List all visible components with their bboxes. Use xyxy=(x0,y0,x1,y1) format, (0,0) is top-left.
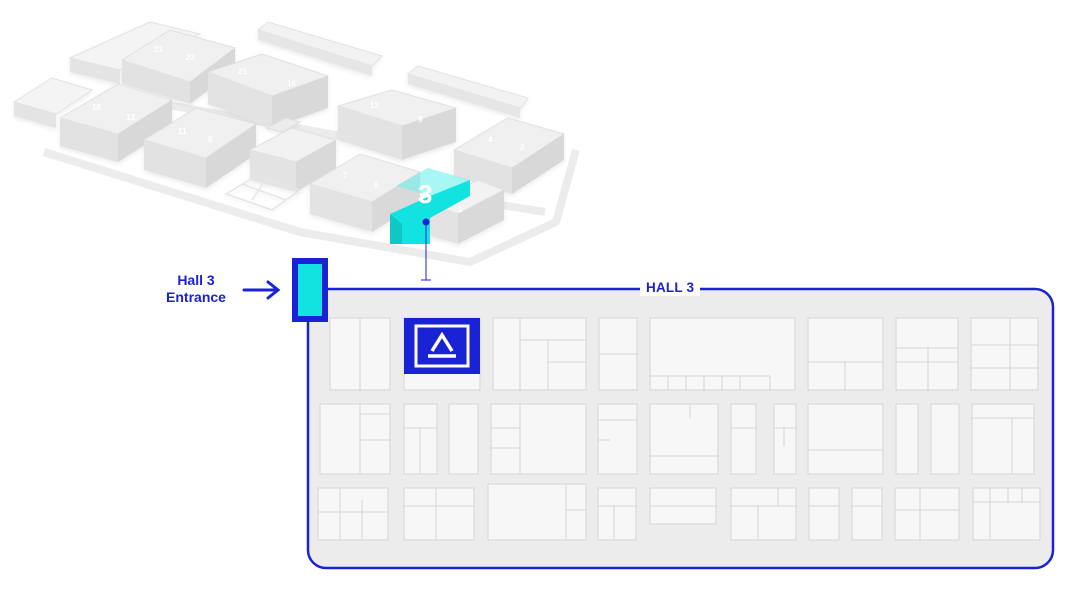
booth[interactable] xyxy=(597,403,638,475)
booth[interactable] xyxy=(597,487,637,541)
venue-parking xyxy=(224,175,302,211)
triangle-logo-icon xyxy=(428,331,456,358)
building-number: 13 xyxy=(126,113,135,122)
hall-3-entrance[interactable] xyxy=(292,258,328,322)
booth[interactable] xyxy=(808,487,840,541)
highlighted-hall-3: 3 xyxy=(390,168,470,244)
booth-row-2 xyxy=(319,403,1035,475)
booth[interactable] xyxy=(895,317,959,391)
booth[interactable] xyxy=(972,487,1041,541)
hall-3-floorplan xyxy=(242,258,1055,570)
arrow-right-icon xyxy=(242,280,281,300)
booth[interactable] xyxy=(895,403,919,475)
venue-overview: 3 21 22 25 16 18 13 11 8 12 9 4 2 7 6 1 xyxy=(12,21,580,266)
building-number: 1 xyxy=(458,205,463,214)
exhibitor-booth[interactable] xyxy=(404,318,480,374)
booth-row-1 xyxy=(329,317,1039,391)
booth[interactable] xyxy=(970,317,1039,391)
booth[interactable] xyxy=(807,403,884,475)
building-number: 12 xyxy=(370,101,379,110)
venue-buildings xyxy=(12,21,566,244)
booth[interactable] xyxy=(930,403,960,475)
booth[interactable] xyxy=(487,483,587,541)
booth-row-3 xyxy=(317,483,1041,541)
building-number: 21 xyxy=(154,45,163,54)
building-number: 9 xyxy=(418,115,423,124)
building-number: 2 xyxy=(520,143,525,152)
booth[interactable] xyxy=(851,487,883,541)
booth[interactable] xyxy=(894,487,960,541)
booth[interactable] xyxy=(649,403,719,475)
entrance-label: Hall 3 Entrance xyxy=(150,272,242,306)
entrance-label-line2: Entrance xyxy=(166,289,226,305)
building-number-labels: 21 22 25 16 18 13 11 8 12 9 4 2 7 6 1 xyxy=(92,45,525,214)
building-number: 18 xyxy=(92,103,101,112)
building-number: 16 xyxy=(287,79,296,88)
booth[interactable] xyxy=(773,403,797,475)
booth[interactable] xyxy=(448,403,479,475)
building-number: 22 xyxy=(186,53,195,62)
booth[interactable] xyxy=(490,403,587,475)
booth[interactable] xyxy=(730,487,797,541)
building-number: 25 xyxy=(238,67,247,76)
booth[interactable] xyxy=(971,403,1035,475)
hall-title: HALL 3 xyxy=(640,280,701,296)
building-number: 7 xyxy=(343,171,348,180)
hall-connector xyxy=(421,218,431,281)
booth[interactable] xyxy=(492,317,587,391)
booth[interactable] xyxy=(403,487,475,541)
building-number: 8 xyxy=(208,135,213,144)
entrance-label-line1: Hall 3 xyxy=(177,272,215,288)
booth[interactable] xyxy=(730,403,757,475)
booth[interactable] xyxy=(319,403,391,475)
building-number: 11 xyxy=(178,127,187,136)
building-number: 6 xyxy=(374,181,379,190)
building-number: 4 xyxy=(488,135,493,144)
booth[interactable] xyxy=(317,487,389,541)
highlighted-hall-number: 3 xyxy=(418,179,432,209)
